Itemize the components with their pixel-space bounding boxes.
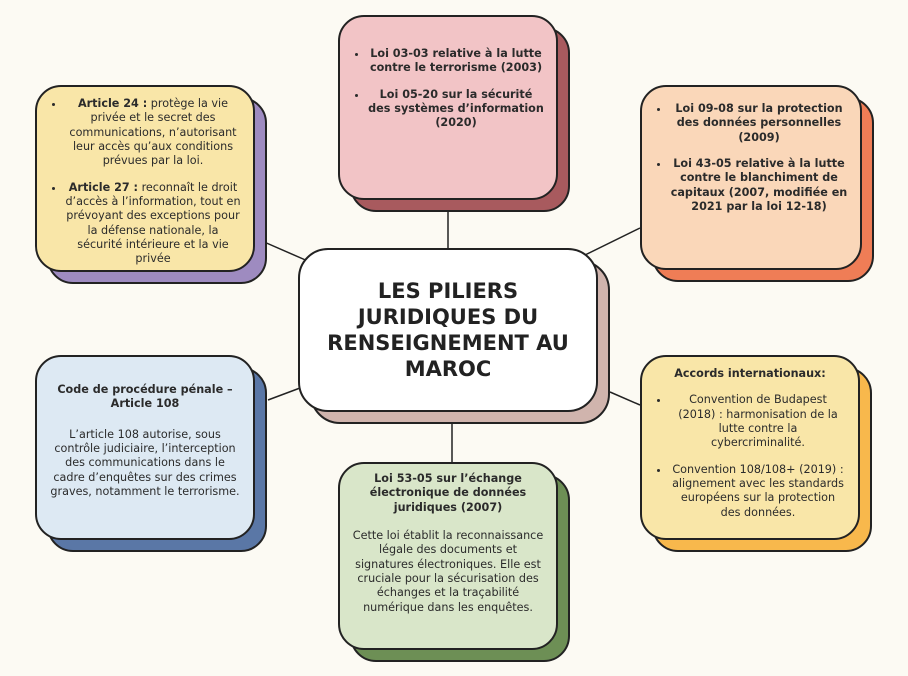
article-label: Article 27 : bbox=[68, 180, 139, 194]
node-title: Accords internationaux: bbox=[674, 367, 826, 380]
node-title: Loi 53-05 sur l’échange électronique de … bbox=[369, 472, 527, 514]
central-title-node: LES PILIERS JURIDIQUES DU RENSEIGNEMENT … bbox=[298, 248, 610, 424]
node-text: Cette loi établit la reconnaissance léga… bbox=[352, 528, 544, 614]
list-item: Article 27 : reconnaît le droit d’accès … bbox=[65, 181, 241, 267]
node-data-protection-laws: Loi 09-08 sur la protection des données … bbox=[640, 85, 874, 282]
list-item: Convention de Budapest (2018) : harmonis… bbox=[670, 393, 846, 450]
list-item: Article 24 : protège la vie privée et le… bbox=[65, 97, 241, 169]
list-item: Loi 43-05 relative à la lutte contre le … bbox=[670, 157, 848, 214]
node-terrorism-laws: Loi 03-03 relative à la lutte contre le … bbox=[338, 15, 570, 212]
node-constitution-articles: Article 24 : protège la vie privée et le… bbox=[35, 85, 267, 284]
diagram-title: LES PILIERS JURIDIQUES DU RENSEIGNEMENT … bbox=[327, 278, 569, 382]
list-item: Loi 03-03 relative à la lutte contre le … bbox=[368, 47, 544, 76]
list-item: Loi 05-20 sur la sécurité des systèmes d… bbox=[368, 88, 544, 131]
list-item: Convention 108/108+ (2019) : alignement … bbox=[670, 463, 846, 520]
node-penal-code: Code de procédure pénale – Article 108 L… bbox=[35, 355, 267, 552]
node-text: L’article 108 autorise, sous contrôle ju… bbox=[50, 427, 240, 498]
node-international-agreements: Accords internationaux: Convention de Bu… bbox=[640, 355, 872, 552]
node-electronic-exchange-law: Loi 53-05 sur l’échange électronique de … bbox=[338, 462, 570, 662]
list-item: Loi 09-08 sur la protection des données … bbox=[670, 102, 848, 145]
article-label: Article 24 : bbox=[77, 97, 148, 110]
node-title: Code de procédure pénale – Article 108 bbox=[57, 383, 233, 411]
